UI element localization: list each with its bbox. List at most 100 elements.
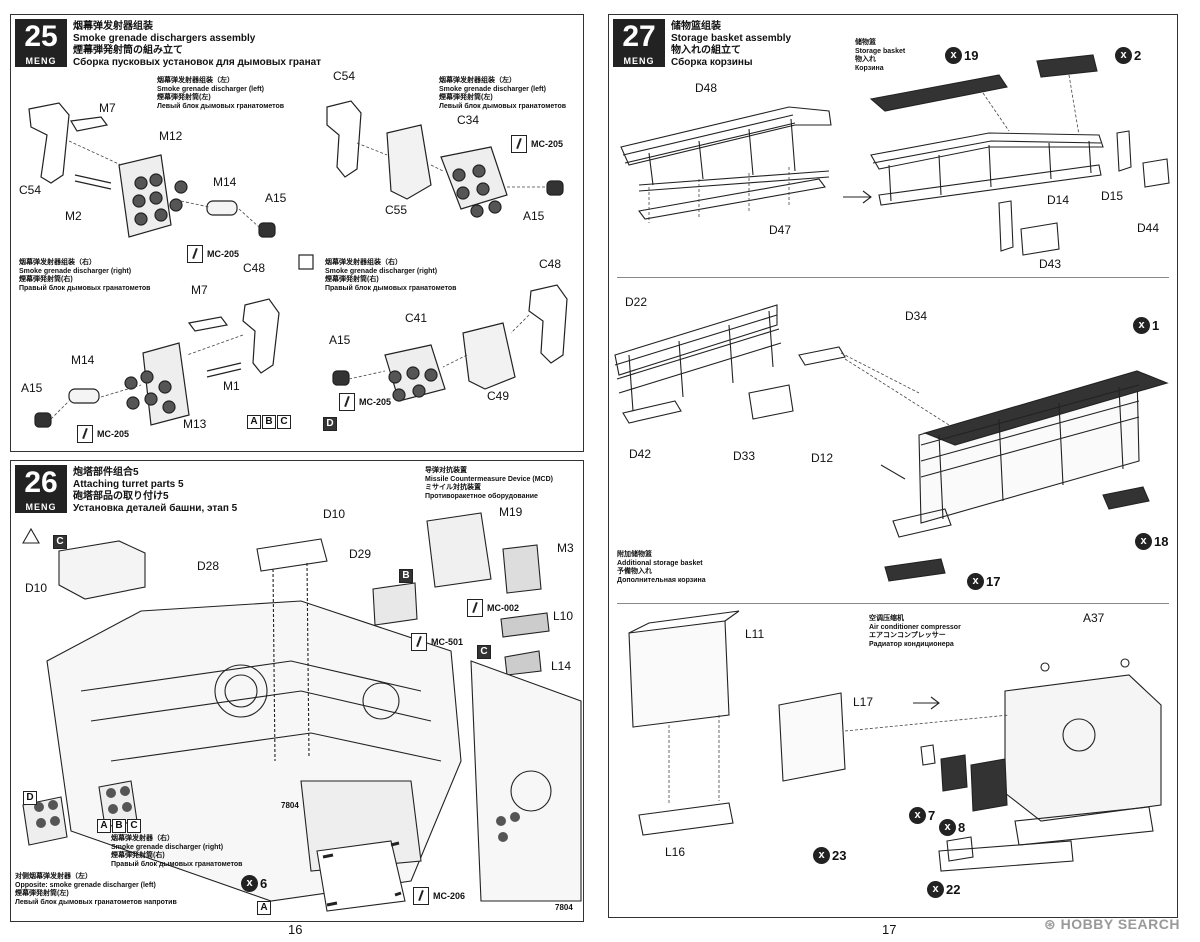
option-b-badge: B xyxy=(112,819,126,833)
part-label-a37: A37 xyxy=(1083,611,1105,625)
caption-en: Smoke grenade discharger (right) xyxy=(325,267,438,275)
caption-zh: 储物篮 xyxy=(855,39,876,46)
caption-zh: 导弹对抗装置 xyxy=(425,467,467,474)
paint-callout: MC-205 xyxy=(187,245,239,263)
hull-number: 7804 xyxy=(281,801,299,810)
brand-logo: MENG xyxy=(613,55,665,67)
part-label-d12: D12 xyxy=(811,451,834,465)
caption-en: Smoke grenade discharger (left) xyxy=(439,85,546,93)
caption-zh: 烟幕弹发射器组装（右） xyxy=(19,259,96,266)
left-discharger-caption-2: 烟幕弹发射器组装（左） Smoke grenade discharger (le… xyxy=(157,77,284,111)
title-ru: Сборка корзины xyxy=(671,57,753,68)
part-label-d28: D28 xyxy=(197,559,220,573)
caption-en: Smoke grenade discharger (right) xyxy=(19,267,132,275)
option-d-badge: D xyxy=(323,417,337,431)
paint-swatch-icon xyxy=(411,633,427,651)
title-en: Storage basket assembly xyxy=(671,33,792,44)
step-27-title: 储物篮组装 Storage basket assembly 物入れの組立て Сб… xyxy=(671,21,791,69)
caption-zh: 空调压缩机 xyxy=(869,615,904,622)
title-ja: 物入れの組立て xyxy=(671,45,741,56)
step-26-title: 炮塔部件组合5 Attaching turret parts 5 砲塔部品の取り… xyxy=(73,467,237,515)
step-26-badge: 26 MENG xyxy=(15,465,67,513)
caption-zh: 对侧烟幕弹发射器（左） xyxy=(15,873,92,880)
caption-en: Additional storage basket xyxy=(617,559,703,567)
step-25-panel: 25 MENG 烟幕弹发射器组装 Smoke grenade discharge… xyxy=(10,14,584,452)
part-label-l11: L11 xyxy=(745,627,765,641)
title-ja: 煙幕弾発射筒の組み立て xyxy=(73,45,183,56)
caption-zh: 附加储物篮 xyxy=(617,551,652,558)
caption-zh: 烟幕弹发射器（右） xyxy=(111,835,174,842)
caption-ru: Правый блок дымовых гранатометов xyxy=(19,284,151,292)
right-discharger-caption-2: 烟幕弹发射器组装（右） Smoke grenade discharger (ri… xyxy=(325,259,456,293)
part-label-c41: C41 xyxy=(405,311,428,325)
step-25-title: 烟幕弹发射器组装 Smoke grenade dischargers assem… xyxy=(73,21,321,69)
caption-zh: 烟幕弹发射器组装（右） xyxy=(325,259,402,266)
caption-en: Missile Countermeasure Device (MCD) xyxy=(425,475,553,483)
caption-en: Smoke grenade discharger (right) xyxy=(111,843,224,851)
part-label-m19: M19 xyxy=(499,505,523,519)
title-zh: 烟幕弹发射器组装 xyxy=(73,21,153,32)
title-ru: Установка деталей башни, этап 5 xyxy=(73,503,238,514)
option-c-badge: C xyxy=(277,415,291,429)
step-25-drawing xyxy=(28,100,568,428)
instruction-page-17: 27 MENG 储物篮组装 Storage basket assembly 物入… xyxy=(600,0,1200,942)
brand-logo: MENG xyxy=(15,501,67,513)
multiply-icon: x xyxy=(909,807,926,824)
paint-swatch-icon xyxy=(77,425,93,443)
part-label-l10: L10 xyxy=(553,609,574,623)
paint-swatch-icon xyxy=(413,887,429,905)
step-26-drawing xyxy=(22,512,582,912)
caption-en: Storage basket xyxy=(855,47,906,55)
caption-ru: Правый блок дымовых гранатометов xyxy=(111,860,243,868)
version-option-a: A xyxy=(257,897,272,915)
step-number: 27 xyxy=(613,19,665,55)
step-26-panel: 26 MENG 炮塔部件组合5 Attaching turret parts 5… xyxy=(10,460,584,922)
page-number-right: 17 xyxy=(882,922,897,937)
part-label-d15: D15 xyxy=(1101,189,1124,203)
part-label-d14: D14 xyxy=(1047,193,1070,207)
multiply-icon: x xyxy=(927,881,944,898)
part-label-d22: D22 xyxy=(625,295,648,309)
option-a-badge: A xyxy=(247,415,261,429)
version-option-b: B xyxy=(399,565,414,583)
right-discharger-caption: 烟幕弹发射器组装（右） Smoke grenade discharger (ri… xyxy=(19,259,150,293)
part-label-m12: M12 xyxy=(159,129,183,143)
version-option-c2: C xyxy=(477,641,492,659)
caption-ru: Правый блок дымовых гранатометов xyxy=(325,284,457,292)
part-label-a15-c: A15 xyxy=(21,381,43,395)
left-discharger-caption: 烟幕弹发射器组装（左） Smoke grenade discharger (le… xyxy=(439,77,566,111)
part-label-c54-b: C54 xyxy=(333,69,356,83)
mcd-caption: 导弹对抗装置 Missile Countermeasure Device (MC… xyxy=(425,467,553,501)
part-label-a15-b: A15 xyxy=(523,209,545,223)
paint-callout: MC-501 xyxy=(411,633,463,651)
caption-ja: 煙幕弾発射筒(左) xyxy=(15,890,69,897)
part-label-m7: M7 xyxy=(99,101,116,115)
opposite-discharger-caption: 对侧烟幕弹发射器（左） Opposite: smoke grenade disc… xyxy=(15,873,177,907)
caption-ja: エアコンコンプレッサー xyxy=(869,632,946,639)
caption-ja: 煙幕弾発射筒(右) xyxy=(325,276,379,283)
caption-en: Air conditioner compressor xyxy=(869,623,961,631)
step-27-panel: 27 MENG 储物篮组装 Storage basket assembly 物入… xyxy=(608,14,1178,918)
caption-ja: 物入れ xyxy=(855,56,876,63)
title-zh: 储物篮组装 xyxy=(671,21,721,32)
paint-callout: MC-002 xyxy=(467,599,519,617)
version-option-d: D xyxy=(323,413,338,431)
caption-ja: 煙幕弾発射筒(左) xyxy=(439,94,493,101)
option-b-badge: B xyxy=(399,569,413,583)
step-27-drawing xyxy=(614,54,1170,872)
multiply-icon: x xyxy=(967,573,984,590)
multiply-icon: x xyxy=(241,875,258,892)
part-label-d10-detail: D10 xyxy=(25,581,48,595)
part-label-d33: D33 xyxy=(733,449,756,463)
caption-ru: Дополнительная корзина xyxy=(617,576,706,584)
step-number: 25 xyxy=(15,19,67,55)
option-d-badge: D xyxy=(23,791,37,805)
option-b-badge: B xyxy=(262,415,276,429)
